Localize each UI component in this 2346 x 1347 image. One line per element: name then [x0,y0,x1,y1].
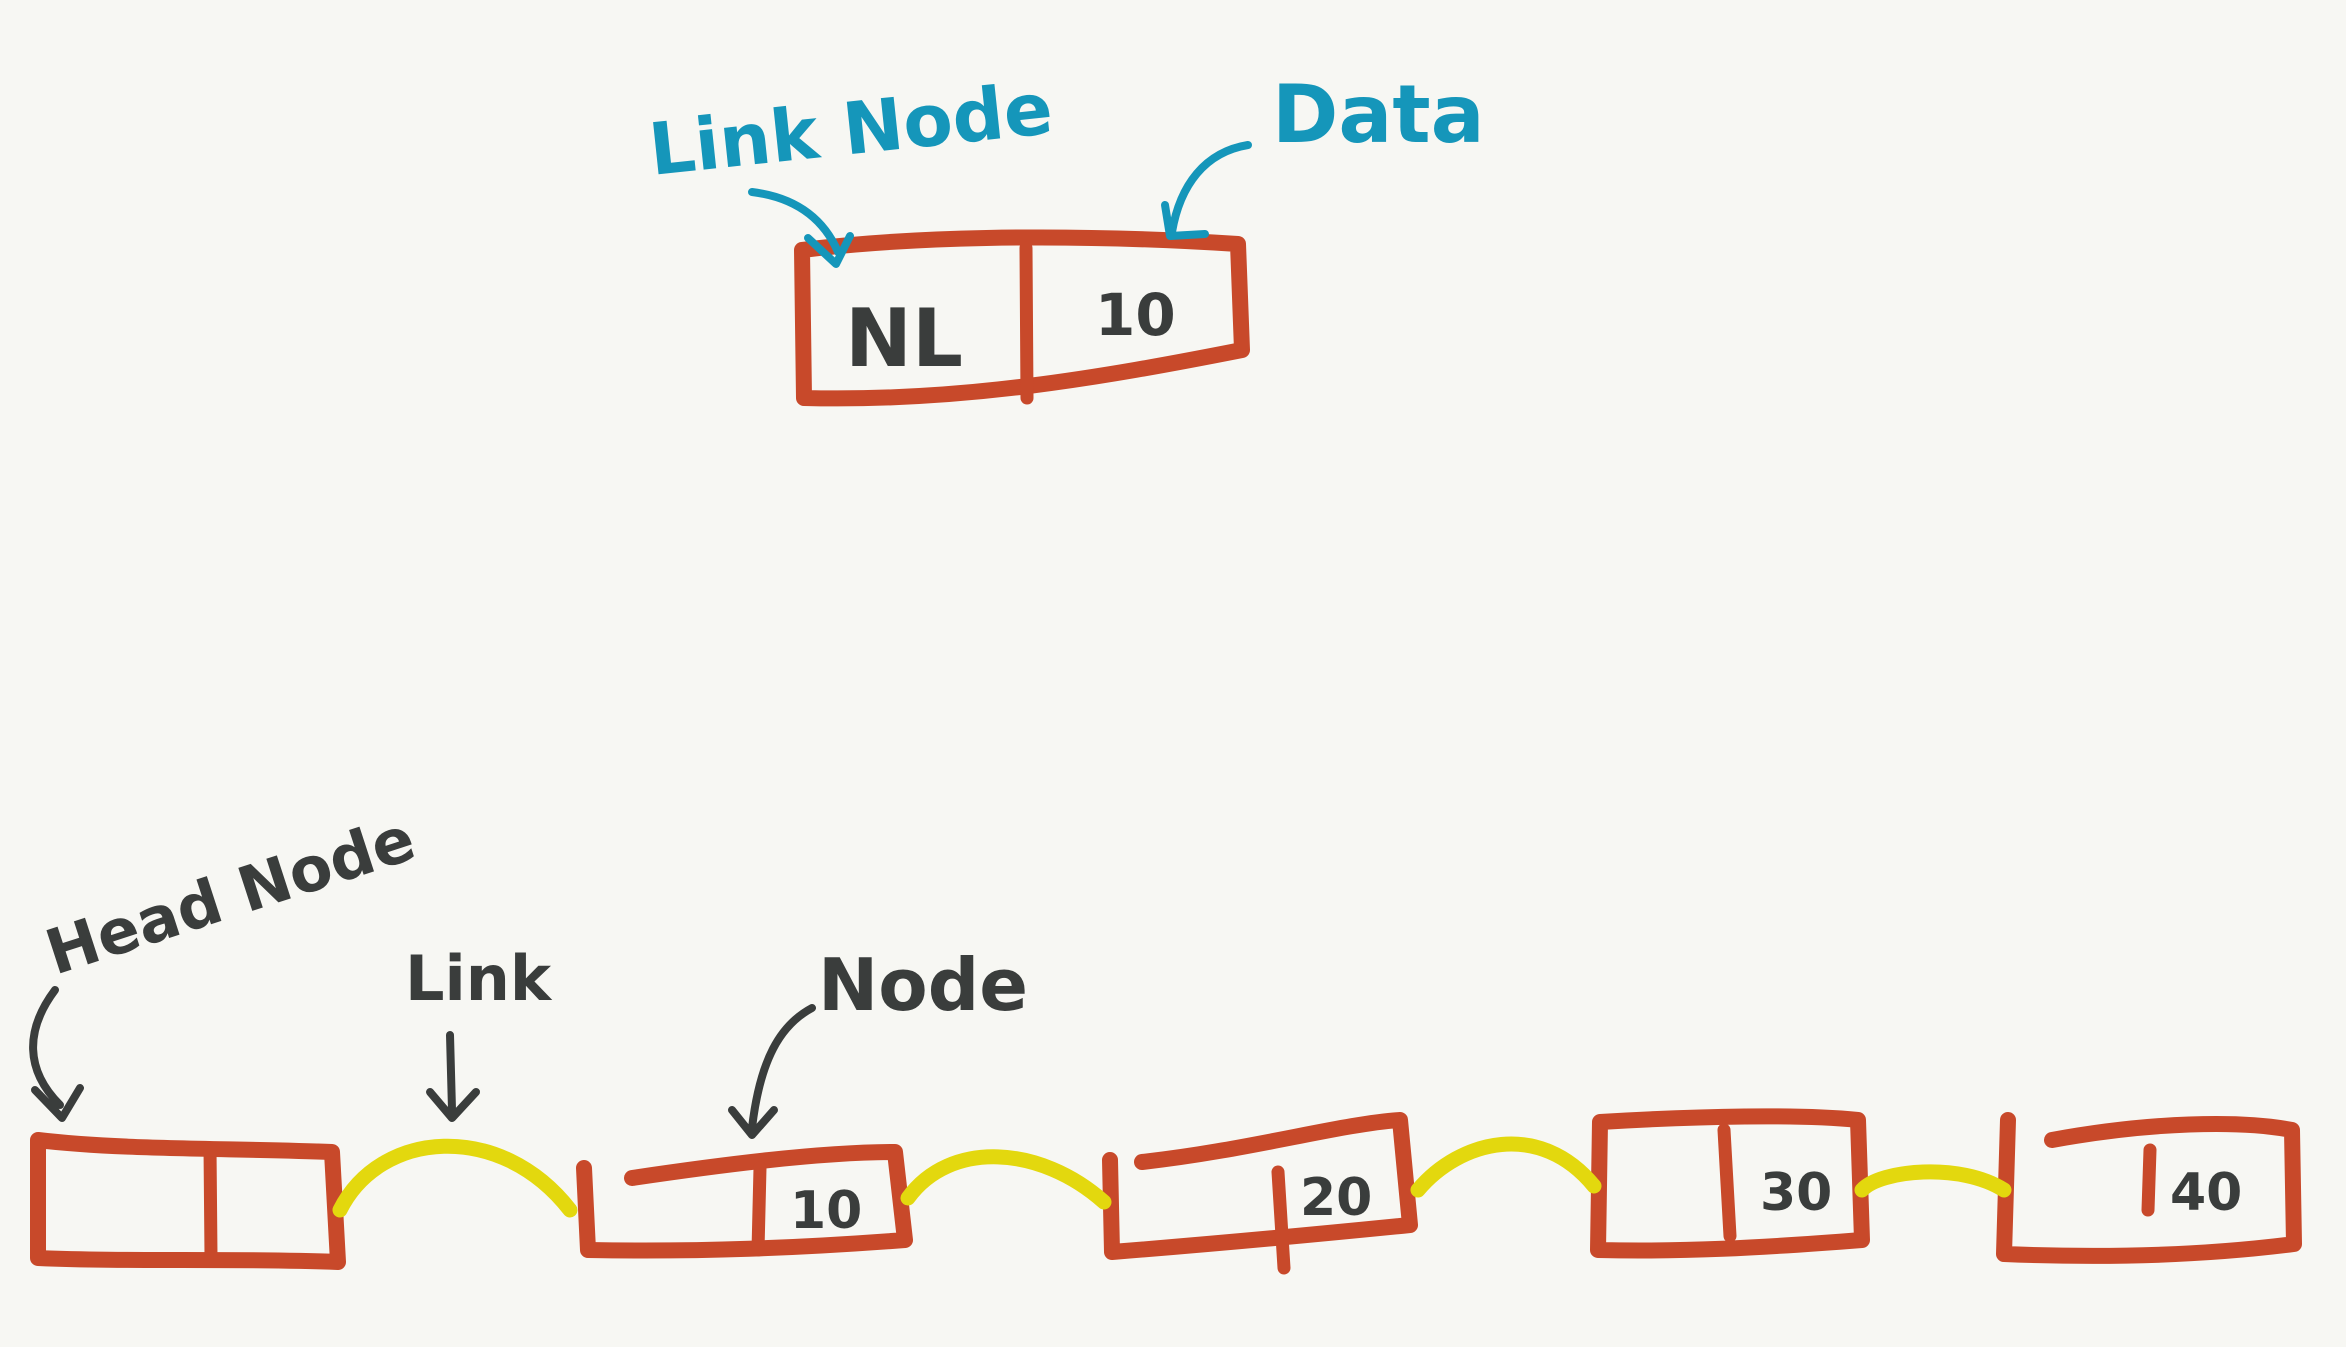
list-node-2: 20 [1102,1112,1418,1275]
list-node-3: 30 [1590,1108,1870,1259]
node-3-value: 30 [1760,1163,1832,1223]
link-0-1 [332,1138,578,1218]
link-3-4 [1854,1164,2012,1198]
link-arrow-icon [426,1031,480,1122]
node-4-value: 40 [2170,1163,2242,1223]
node-4-divider [2141,1143,2157,1217]
legend-link-node-label: Link Node [645,66,1056,192]
legend-data-label: Data [1272,68,1485,161]
legend-node: NL 10 Link Node Data [645,66,1485,407]
node-1-divider [751,1161,767,1257]
head-node-arrow-icon [29,986,84,1122]
link-node-arrow-icon [748,188,854,268]
link-1-2 [900,1149,1112,1210]
legend-node-divider [1019,241,1034,405]
node-4-box [1996,1112,2302,1264]
node-2-divider [1271,1165,1291,1275]
head-node-label: Head Node [37,802,423,990]
link-label: Link [405,942,553,1015]
list-node-4: 40 [1996,1112,2302,1264]
list-node-1: 10 [576,1144,913,1259]
head-node-divider [203,1141,218,1263]
node-label: Node [818,943,1028,1027]
node-2-value: 20 [1300,1168,1372,1228]
legend-node-box [794,229,1250,407]
node-1-box [576,1144,913,1259]
node-3-box [1590,1108,1870,1259]
node-1-value: 10 [790,1181,862,1241]
link-2-3 [1410,1136,1602,1198]
node-3-divider [1717,1123,1737,1243]
legend-link-value: NL [845,292,963,385]
legend-data-value: 10 [1095,281,1176,349]
node-arrow-icon [728,1004,816,1139]
linked-list: 10 20 30 40 Head Node Link Node [29,802,2302,1275]
node-2-box [1102,1112,1418,1260]
head-node-box [30,1132,346,1270]
data-arrow-icon [1161,141,1252,240]
list-node-head [30,1132,346,1270]
